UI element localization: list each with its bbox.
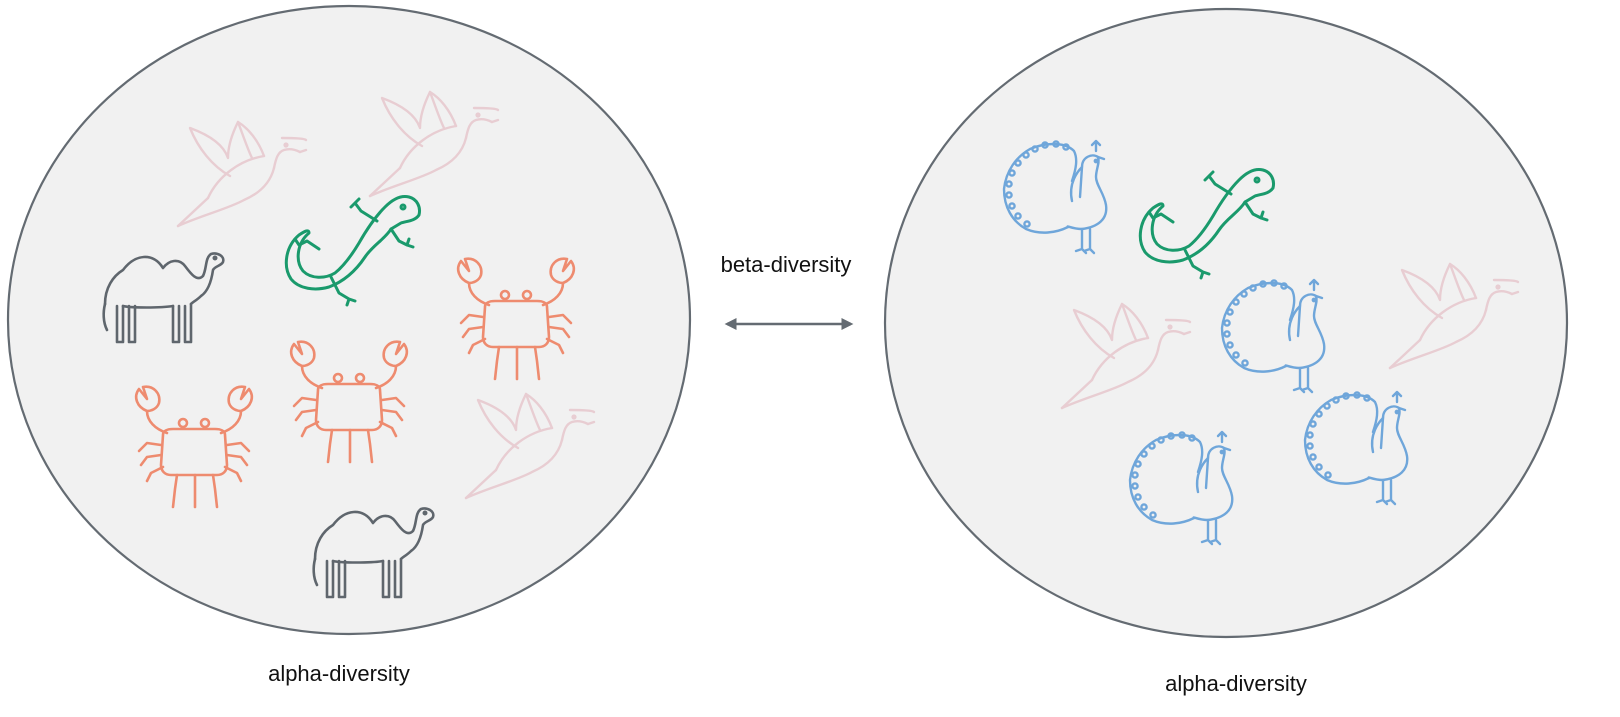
left-alpha-diversity-label: alpha-diversity	[268, 661, 410, 687]
right-community	[885, 9, 1567, 637]
beta-diversity-label: beta-diversity	[721, 252, 852, 278]
left-community	[8, 6, 690, 634]
right-alpha-diversity-label: alpha-diversity	[1165, 671, 1307, 697]
